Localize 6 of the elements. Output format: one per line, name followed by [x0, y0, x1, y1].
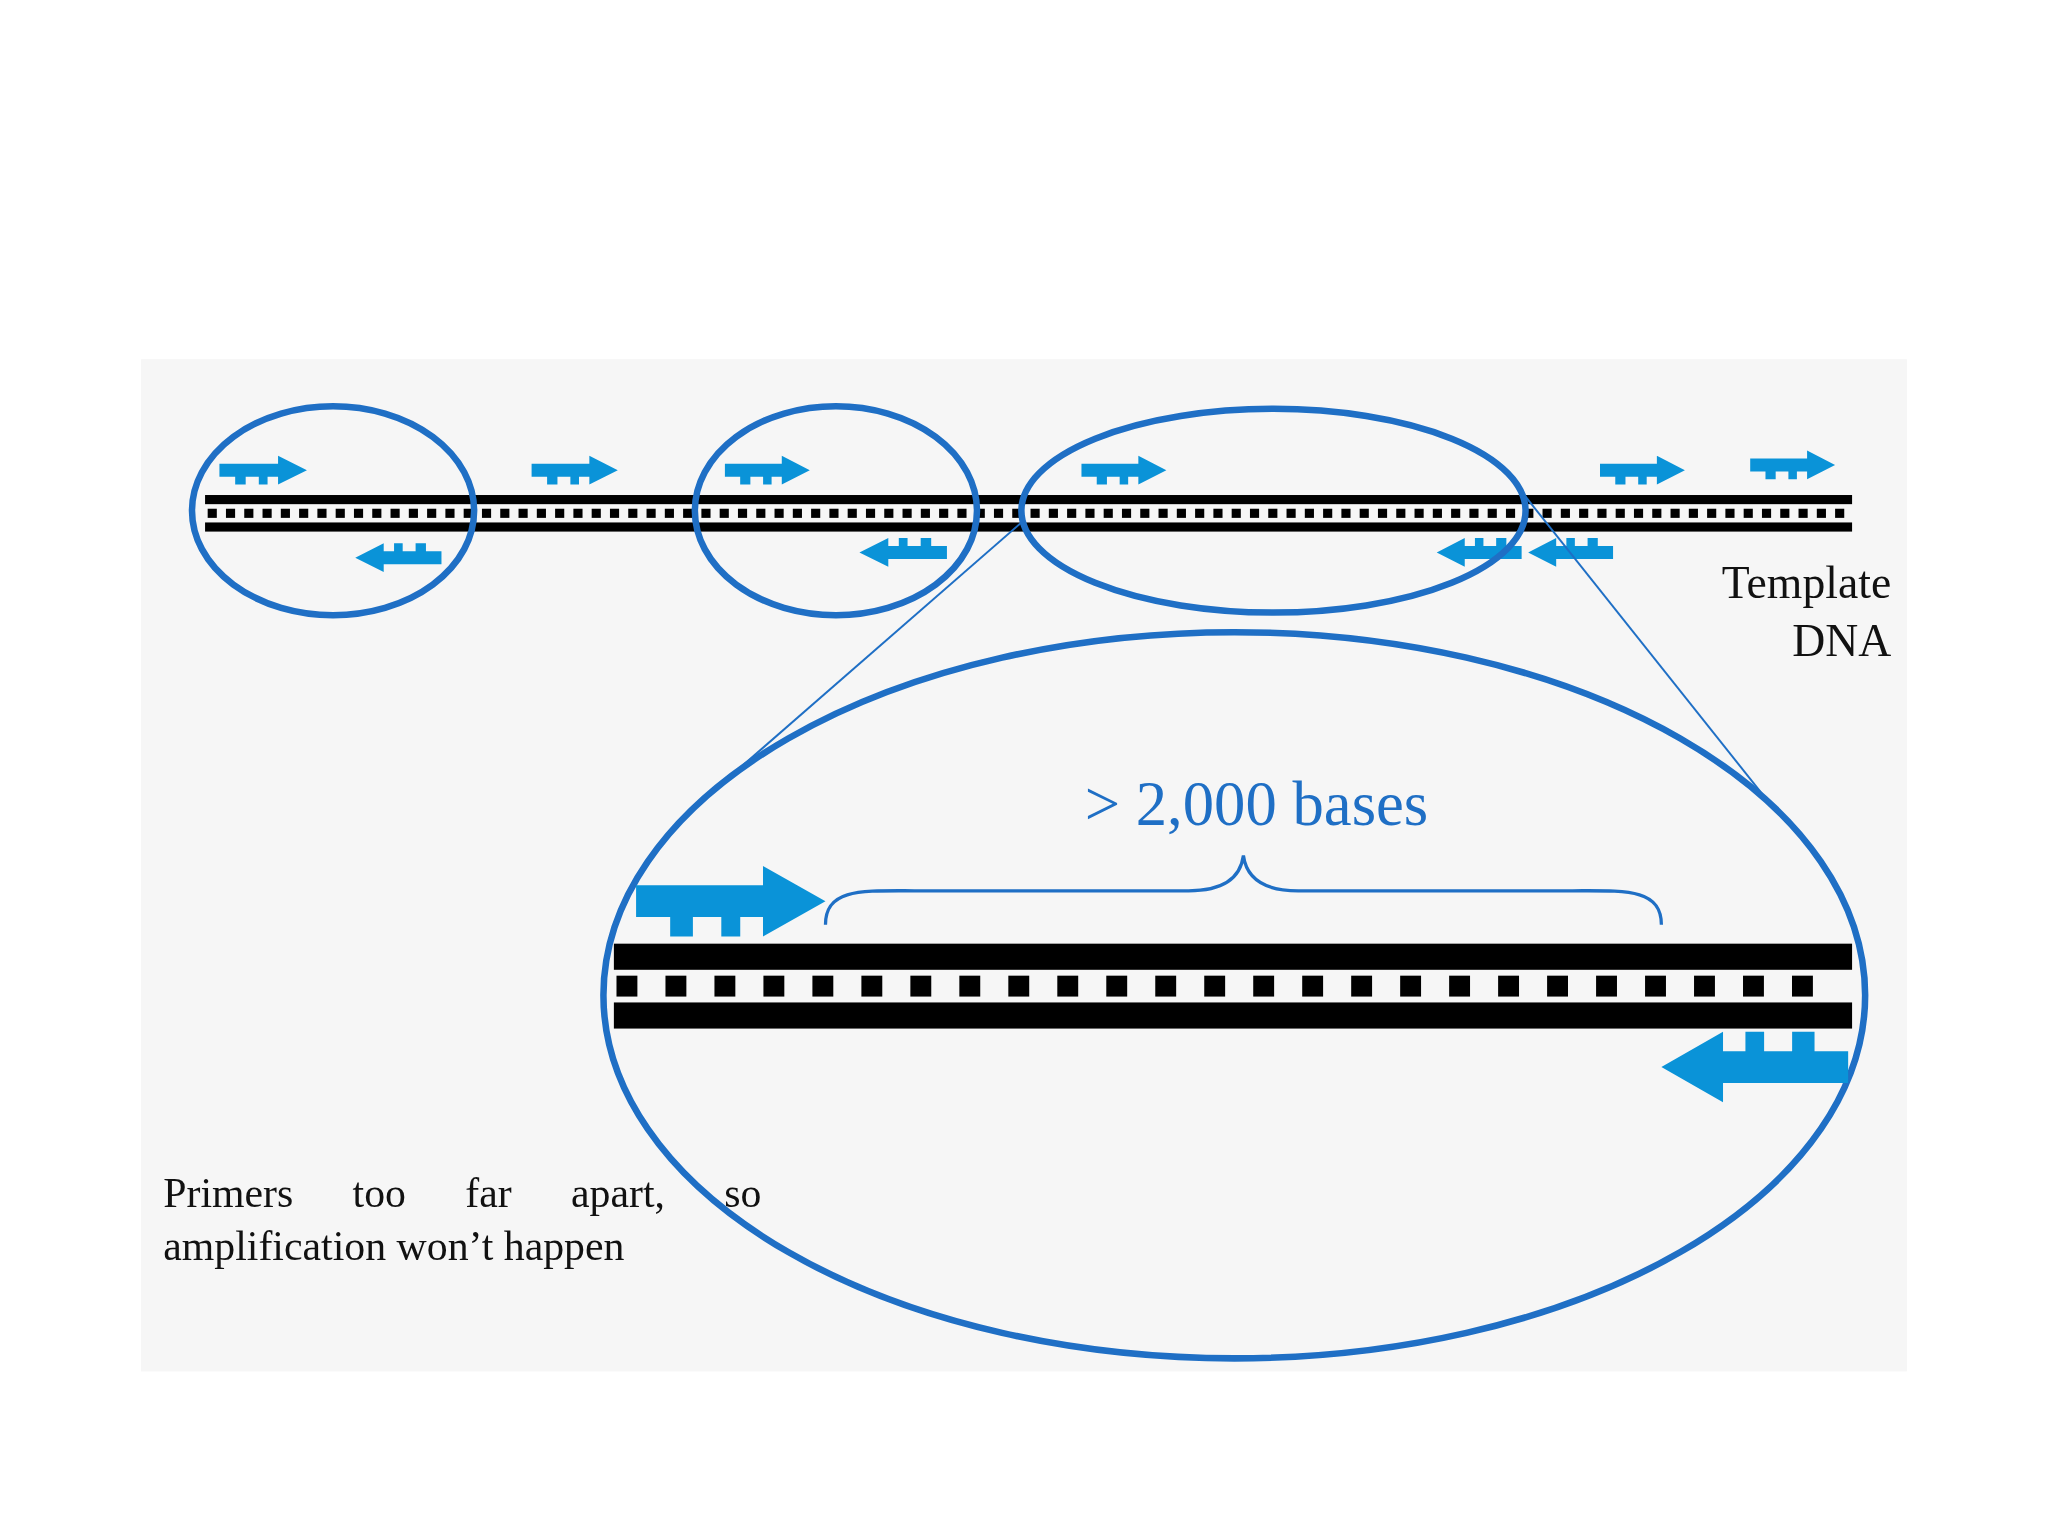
strand-label: Template DNA [1720, 556, 1892, 669]
highlight-ellipse [1017, 404, 1530, 617]
highlight-ellipse [188, 402, 479, 620]
length-label: > 2,000 bases [1083, 770, 1430, 839]
highlight-ellipse [690, 402, 981, 620]
note-text: Primers too far apart, so amplification won’t happen [163, 1168, 762, 1272]
